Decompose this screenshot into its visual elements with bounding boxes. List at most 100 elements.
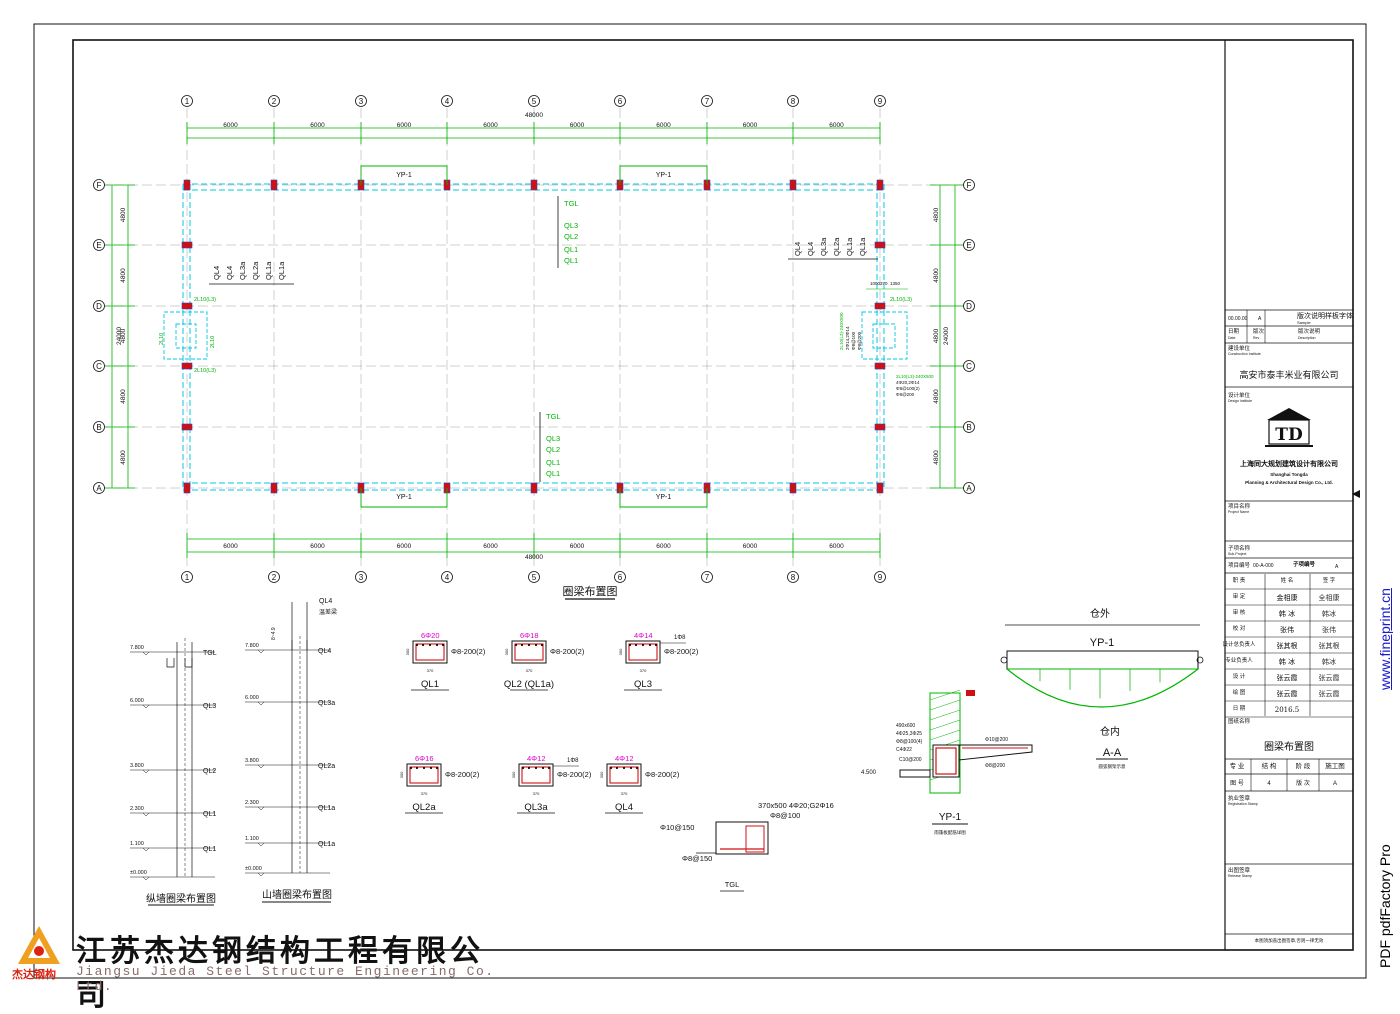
tb-reg-label-en: Registration Stamp [1228,802,1258,806]
col-axis-bottom-7-bubble [701,571,713,583]
dim-span-top: 6000 [656,122,671,129]
right-gable-dim: 1350 [890,281,901,286]
section2-2-stirrup [609,766,639,784]
dim-span-bottom: 6000 [397,543,412,550]
yp-canopy-label: YP-1 [656,172,672,179]
gable-elev-level-mark [257,842,265,847]
yp-note: C4Φ22 [896,747,912,753]
bottom-beam-label: QL1 [546,469,560,478]
tb-spec-header2: 4 [1267,781,1271,787]
yp-canopy [619,488,708,508]
side-url-link[interactable]: www.fineprint.cn [1377,588,1393,690]
section-2-title: QL3 [634,679,652,690]
section2-2-bar [615,766,619,770]
row-axis-left-A-bubble [93,482,105,494]
section-2-dim-w: 370 [640,668,647,673]
long-elev-level: 1.100 [130,841,144,847]
left-beam-label: QL1a [264,261,273,280]
tb-staff-sign: 张伟 [1322,625,1336,634]
section-0-stirrup [415,643,445,661]
long-elev-level: 2.300 [130,806,144,812]
section-1-bar [520,643,524,647]
dim-total-bottom: 48000 [525,554,543,561]
dim-span-vert: 4800 [120,268,127,283]
section2-1-bar [527,766,531,770]
yp-c10: C10@200 [899,757,922,763]
col-axis-top-3-bubble [355,95,367,107]
yp-detail-note: 雨篷板配筋详图 [934,829,966,836]
section2-0-stirrup [409,766,439,784]
tb-spec-header: 结 构 [1262,761,1277,770]
col-axis-bottom-1-bubble [181,571,193,583]
yp-note: Φ8@100(4) [896,739,923,745]
inner-frame [72,39,1354,951]
section-0-title: QL1 [421,679,439,690]
row-axis-right-E-label: E [966,241,971,250]
dim-total-vert: 24000 [943,327,950,345]
gable-elev-title: 山墙圈梁布置图 [262,888,332,901]
left-gable-frame [163,311,208,360]
col-axis-bottom-5-label: 5 [532,573,537,582]
long-elev-title: 纵墙圈梁布置图 [146,892,216,905]
tb-issue-label-en: Release Stamp [1228,874,1252,878]
row-axis-right-B-label: B [966,423,971,432]
left-gable-inner [175,323,197,349]
dim-span-top: 6000 [397,122,412,129]
column [874,302,886,310]
top-beam-label: QL1 [564,245,578,254]
gable-elev-level-mark [257,872,265,877]
dim-span-top: 6000 [829,122,844,129]
right-beam-label: QL4 [793,242,802,256]
tb-staff-sign: 张云霞 [1319,673,1340,682]
row-axis-left-A-label: A [96,484,102,493]
section-1-bar [514,643,518,647]
column [181,362,193,370]
col-axis-top-4-bubble [441,95,453,107]
yp-marker [966,690,975,696]
row-axis-right-F-bubble [963,179,975,191]
column [183,482,191,494]
left-beam-label: QL4 [225,266,234,280]
tb-rev-code: 00.00.00 [1228,316,1248,322]
tb-staff-header: 签 字 [1323,576,1336,584]
aa-inside: 仓内 [1100,725,1120,738]
tb-sheet-title-label: 图纸名称 [1228,717,1251,725]
section-2-stirrup-label: Φ8-200(2) [664,647,699,656]
tb-staff-name: 韩 冰 [1279,657,1295,666]
tb-staff-name: 张云霞 [1277,689,1298,698]
section-2-dim-h: 300 [618,648,623,655]
yp-side2: Φ8@200 [985,763,1005,769]
gable-elev-level-mark [257,701,265,706]
section2-0-top-bar: 6Φ16 [415,754,434,763]
section-2-bar [641,643,645,647]
col-axis-bottom-7-label: 7 [705,573,710,582]
col-axis-top-5-label: 5 [532,97,537,106]
col-axis-top-4-label: 4 [445,97,450,106]
tb-staff-name: 2016.5 [1275,706,1300,714]
details: 370x500 4Φ20;G2Φ16Φ8@100Φ10@150Φ8@150TGL… [660,607,1204,892]
tb-spec-header: 施工图 [1325,761,1345,770]
section-2-bar [628,643,632,647]
tb-staff-role: 日 期 [1233,705,1246,712]
tb-staff-role: 设计总负责人 [1222,640,1256,648]
gable-elev-label: QL4 [318,648,331,655]
right-beam-label: QL2a [832,237,841,256]
bottom-beam-label: QL2 [546,445,560,454]
long-elev-level: 6.000 [130,698,144,704]
section2-0-stirrup-label: Φ8-200(2) [445,770,480,779]
yp-note: 490x600 [896,723,915,729]
tb-client-label-en: Construction Institute [1228,352,1261,356]
left-gable-bottom: 2L10(L3) [194,368,216,374]
tb-rev-header-en: Date [1228,336,1235,340]
company-watermark: 杰达钢构 江苏杰达钢结构工程有限公司 Jiangsu Jieda Steel S… [6,922,506,1013]
section2-2-title: QL4 [615,802,633,813]
aa-end-left [1000,656,1008,664]
column [530,179,538,191]
side-product-label: PDF pdfFactory Pro [1377,844,1393,968]
watermark-company-en: Jiangsu Jieda Steel Structure Engineerin… [76,964,495,994]
tgl-detail-outline [715,821,769,855]
yp-canopy [619,165,708,185]
gable-elev-level: 2.300 [245,800,259,806]
gable-elev-level: 7.800 [245,643,259,649]
tb-staff-header: 姓 名 [1281,576,1294,584]
